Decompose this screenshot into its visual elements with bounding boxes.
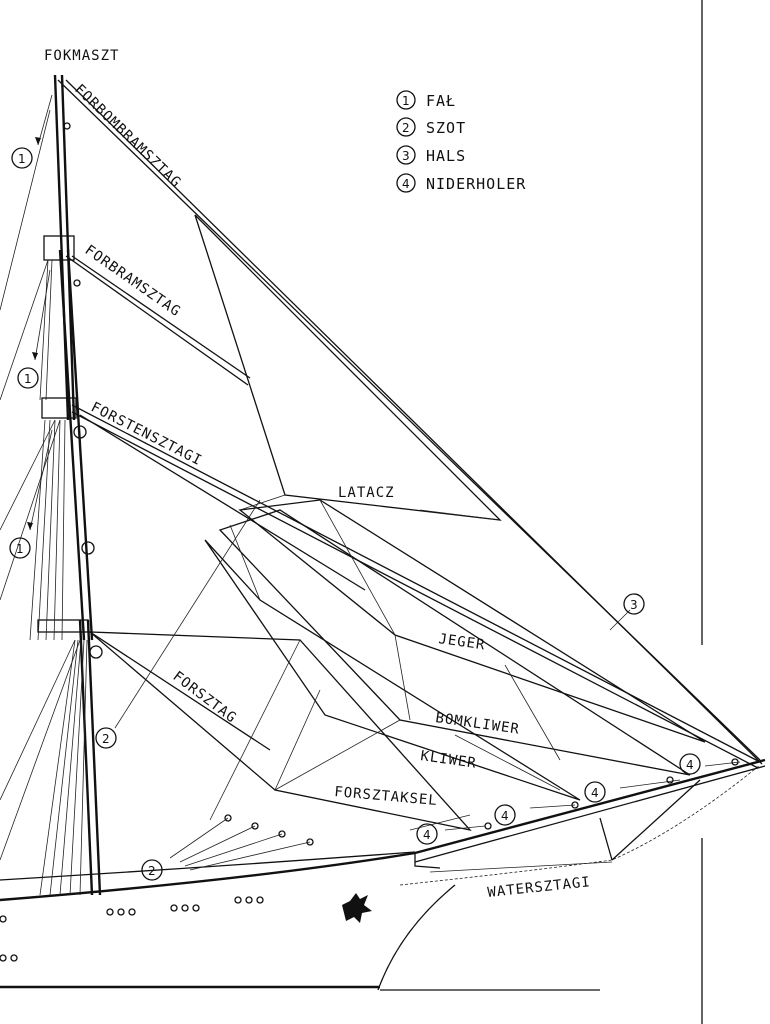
svg-text:HALS: HALS (426, 147, 466, 165)
svg-text:4: 4 (402, 177, 410, 191)
svg-text:4: 4 (686, 758, 694, 772)
marker-tack: 3 (623, 593, 645, 615)
svg-text:1: 1 (18, 152, 26, 166)
figurehead-emblem (342, 893, 372, 923)
sail-jeger (238, 499, 706, 743)
svg-text:NIDERHOLER: NIDERHOLER (426, 175, 526, 193)
svg-text:FAŁ: FAŁ (426, 92, 456, 110)
bowsprit (399, 758, 766, 886)
legend-item-1: 1 FAŁ (396, 90, 456, 110)
label-bomkliwer: BOMKLIWER (434, 710, 520, 738)
marker-sheet-1: 2 (95, 727, 117, 749)
sail-kliwer (204, 539, 581, 801)
svg-text:4: 4 (423, 828, 431, 842)
svg-text:3: 3 (630, 598, 638, 612)
halyards (27, 94, 53, 531)
marker-sheet-2: 2 (141, 859, 163, 881)
svg-text:1: 1 (24, 372, 32, 386)
label-forsztag: FORSZTAG (170, 668, 240, 726)
label-watersztagi: WATERSZTAGI (487, 874, 592, 901)
stays (57, 79, 763, 769)
portholes (0, 896, 264, 962)
label-latacz: LATACZ (338, 485, 395, 501)
mast-top-label: FOKMASZT (44, 48, 119, 64)
svg-text:SZOT: SZOT (426, 119, 466, 137)
marker-halyard-2: 1 (17, 367, 39, 389)
marker-downhaul-3: 4 (494, 804, 516, 826)
tack-line (609, 609, 631, 631)
svg-text:1: 1 (402, 94, 410, 108)
sheets (114, 499, 471, 871)
marker-halyard-1: 1 (11, 147, 33, 169)
label-jeger: JEGER (437, 631, 486, 653)
downhauls (444, 758, 741, 831)
sail-forsztaksel (88, 631, 472, 832)
legend-item-4: 4 NIDERHOLER (396, 173, 526, 193)
legend-item-2: 2 SZOT (396, 117, 466, 137)
label-forbombramsztag: FORBOMBRAMSZTAG (71, 81, 184, 191)
hull (0, 851, 456, 991)
sail-latacz (194, 214, 502, 521)
legend-item-3: 3 HALS (396, 145, 466, 165)
label-forbramsztag: FORBRAMSZTAG (82, 242, 184, 320)
foremast (0, 74, 103, 896)
svg-text:2: 2 (148, 864, 156, 878)
sail-bomkliwer (218, 509, 691, 776)
svg-text:3: 3 (402, 149, 410, 163)
label-forstensztagi: FORSTENSZTAGI (88, 399, 204, 469)
marker-downhaul-1: 4 (679, 753, 701, 775)
marker-downhaul-2: 4 (584, 781, 606, 803)
sails (88, 214, 706, 832)
legend: 1 FAŁ 2 SZOT 3 HALS 4 NIDERHOLER (396, 90, 526, 193)
label-kliwer: KLIWER (419, 748, 477, 772)
svg-text:4: 4 (591, 786, 599, 800)
svg-text:2: 2 (402, 121, 410, 135)
svg-text:2: 2 (102, 732, 110, 746)
marker-halyard-3: 1 (9, 537, 31, 559)
marker-downhaul-4: 4 (416, 823, 438, 845)
svg-text:4: 4 (501, 809, 509, 823)
svg-text:1: 1 (16, 542, 24, 556)
